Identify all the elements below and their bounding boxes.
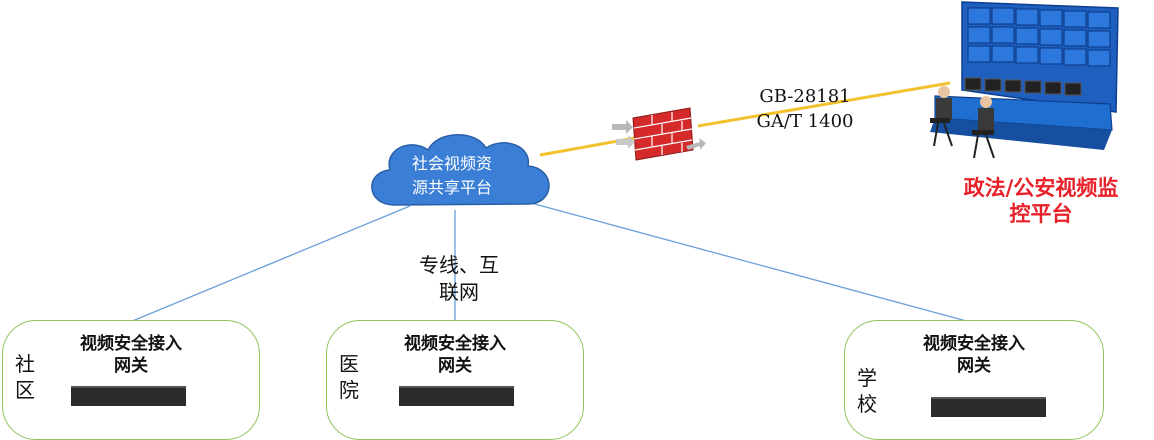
site-name: 医院: [339, 352, 359, 402]
gateway-title: 视频安全接入 网关: [845, 333, 1103, 377]
gateway-title-line-2: 网关: [114, 356, 148, 376]
gateway-device-icon: [399, 386, 514, 406]
cloud-label-line-1: 社会视频资: [411, 154, 492, 173]
platform-title: 政法/公安视频监 控平台: [930, 175, 1152, 227]
site-box-community: 视频安全接入 网关 社区: [2, 320, 260, 440]
gateway-title-line-1: 视频安全接入: [923, 334, 1025, 354]
cloud-icon: [371, 134, 550, 206]
gateway-title: 视频安全接入 网关: [327, 333, 583, 377]
site-box-school: 视频安全接入 网关 学校: [844, 320, 1104, 440]
network-link-label: 专线、互 联网: [404, 252, 514, 306]
platform-title-line-2: 控平台: [1009, 202, 1073, 226]
link-label-line-1: 专线、互: [419, 253, 499, 277]
gateway-title: 视频安全接入 网关: [3, 333, 259, 377]
firewall-icon: [612, 107, 706, 161]
link-line-community: [129, 205, 411, 323]
monitoring-center-icon: [930, 1, 1119, 159]
platform-title-line-1: 政法/公安视频监: [963, 176, 1119, 200]
gateway-title-line-2: 网关: [438, 356, 472, 376]
site-name: 社区: [15, 352, 35, 402]
link-label-line-2: 联网: [439, 280, 479, 304]
gateway-device-icon: [931, 397, 1046, 417]
link-line-school: [519, 199, 971, 323]
gateway-title-line-2: 网关: [957, 356, 991, 376]
cloud-platform-label: 社会视频资 源共享平台: [392, 152, 512, 200]
cloud-label-line-2: 源共享平台: [411, 178, 492, 197]
gateway-title-line-1: 视频安全接入: [404, 334, 506, 354]
uplink-line-to-platform: [697, 81, 951, 128]
protocol-line-1: GB-28181: [759, 86, 851, 107]
gateway-title-line-1: 视频安全接入: [80, 334, 182, 354]
protocol-label: GB-28181 GA/T 1400: [740, 84, 870, 134]
network-diagram: [129, 1, 1119, 323]
protocol-line-2: GA/T 1400: [756, 111, 854, 132]
site-box-hospital: 视频安全接入 网关 医院: [326, 320, 584, 440]
site-name: 学校: [857, 366, 877, 416]
gateway-device-icon: [71, 386, 186, 406]
